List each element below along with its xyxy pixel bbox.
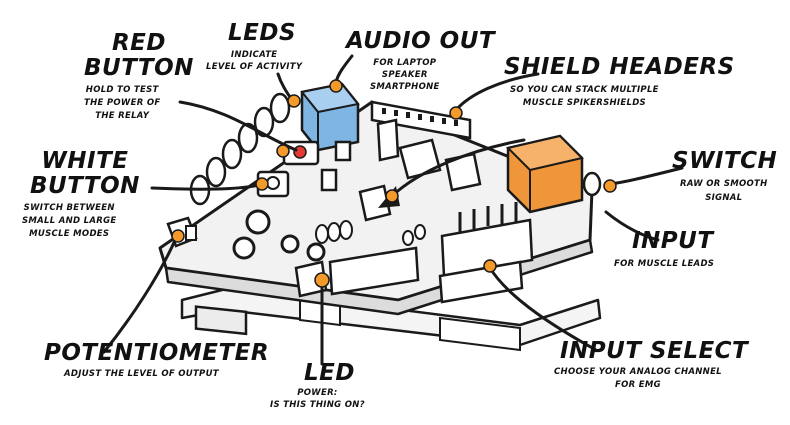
white-button-title-line1: White	[30, 150, 140, 173]
leader-audio-out	[336, 56, 352, 82]
marker-input-arrow	[386, 190, 398, 202]
input-select-desc-line2: for EMG	[554, 379, 722, 392]
shield-headers-desc-line1: so you can stack multiple	[510, 84, 659, 97]
arduino-usb-port	[196, 307, 246, 334]
audio-out-desc: For laptop Speaker Smartphone	[370, 58, 440, 94]
marker-white-button	[256, 178, 268, 190]
input-desc: for muscle leads	[614, 260, 714, 269]
red-button-title-line2: Button	[84, 57, 194, 80]
audio-out-desc-line2: Speaker	[370, 70, 440, 82]
audio-out-desc-line3: Smartphone	[370, 82, 440, 94]
shield-headers-title: Shield headers	[504, 56, 735, 79]
switch-title: Switch	[672, 150, 777, 173]
marker-leds	[288, 95, 300, 107]
led-desc: power: Is this thing on?	[270, 388, 365, 412]
led-desc-line1: power:	[270, 388, 365, 400]
led-desc-line2: Is this thing on?	[270, 400, 365, 412]
leds-title: LEDs	[228, 22, 296, 45]
white-button-desc: switch between small and large muscle mo…	[22, 202, 116, 240]
leds-desc-line2: level of activity	[206, 62, 302, 74]
input-select-desc-line1: choose your analog channel	[554, 366, 722, 379]
switch-desc-line2: signal	[680, 192, 768, 206]
white-button-desc-line3: muscle modes	[22, 228, 116, 241]
white-button-desc-line1: switch between	[22, 202, 116, 215]
marker-red-button	[277, 145, 289, 157]
audio-out-title: Audio out	[346, 30, 495, 53]
switch-desc: Raw or Smooth signal	[680, 178, 768, 205]
white-button-title: White Button	[30, 150, 140, 198]
white-button-desc-line2: small and large	[22, 215, 116, 228]
input-select-desc: choose your analog channel for EMG	[554, 366, 722, 392]
marker-headers	[450, 107, 462, 119]
red-button-desc: Hold to test the power of the relay	[84, 84, 160, 122]
marker-led	[315, 273, 329, 287]
input-select-title: Input select	[560, 340, 748, 363]
white-button-title-line2: Button	[30, 175, 140, 198]
potentiometer-desc: adjust the level of output	[64, 370, 219, 379]
marker-switch	[604, 180, 616, 192]
red-button-title-line1: Red	[84, 32, 194, 55]
audio-out-desc-line1: For laptop	[370, 58, 440, 70]
led-title: LED	[304, 362, 355, 385]
audio-jack	[302, 84, 358, 150]
shield-headers-desc: so you can stack multiple muscle SpikerS…	[510, 84, 659, 110]
red-button-desc-line3: the relay	[84, 110, 160, 123]
red-button-desc-line2: the power of	[84, 97, 160, 110]
leds-desc-line1: indicate	[206, 50, 302, 62]
switch-desc-line1: Raw or Smooth	[680, 178, 768, 192]
marker-audio	[330, 80, 342, 92]
leds-desc: indicate level of activity	[206, 50, 302, 74]
potentiometer-title: Potentiometer	[44, 342, 269, 365]
input-title: Input	[632, 230, 714, 253]
red-button-desc-line1: Hold to test	[84, 84, 160, 97]
marker-input-select	[484, 260, 496, 272]
red-button-title: Red Button	[84, 32, 194, 80]
marker-potentiometer	[172, 230, 184, 242]
shield-headers-desc-line2: muscle SpikerShields	[510, 97, 659, 110]
